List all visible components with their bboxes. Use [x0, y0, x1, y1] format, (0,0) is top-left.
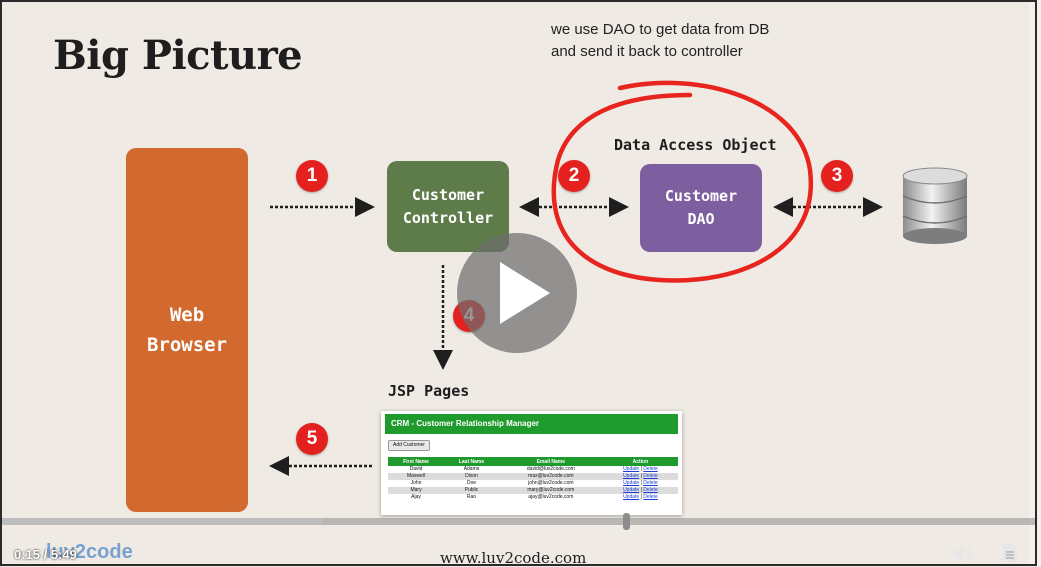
delete-link: Delete: [643, 466, 658, 472]
slide-title: Big Picture: [53, 32, 303, 79]
crm-table: First Name Last Name Email Name Action D…: [388, 457, 678, 501]
cell-action: Update | Delete: [623, 466, 658, 472]
table-row: Maxwell Dixon max@luv2code.com Update | …: [388, 473, 678, 480]
time-display: 0:15 / 5:49: [14, 547, 77, 562]
delete-link: Delete: [643, 473, 658, 479]
cell-last-name: Doe: [466, 480, 477, 486]
cell-last-name: Adams: [463, 466, 480, 472]
table-header-row: First Name Last Name Email Name Action: [388, 457, 678, 466]
cell-action: Update | Delete: [623, 494, 658, 500]
update-link: Update: [623, 466, 640, 472]
data-access-object-label: Data Access Object: [614, 136, 777, 154]
delete-link: Delete: [643, 480, 658, 486]
step-badge-3: 3: [821, 160, 853, 192]
cell-action: Update | Delete: [602, 473, 678, 480]
cell-email: john@luv2code.com: [528, 480, 574, 486]
footer-url: www.luv2code.com: [440, 549, 587, 567]
volume-icon[interactable]: [952, 545, 974, 563]
annotation-circle: [551, 80, 814, 283]
cell-first-name: John: [410, 480, 422, 486]
cell-last-name: Rao: [466, 494, 477, 500]
cell-first-name: Ajay: [411, 494, 421, 500]
jsp-crm-screenshot: CRM - Customer Relationship Manager Add …: [381, 411, 682, 515]
cell-first-name: David: [409, 466, 423, 472]
play-button[interactable]: [457, 233, 577, 353]
buffered-bar: [0, 518, 323, 525]
step-badge-1: 1: [296, 160, 328, 192]
col-first-name: First Name: [388, 457, 445, 466]
annotation-note: we use DAO to get data from DB and send …: [551, 21, 770, 60]
cell-email: ajay@luv2code.com: [528, 494, 574, 500]
customer-dao-box: Customer DAO: [640, 164, 762, 252]
cell-email: mary@luv2code.com: [498, 487, 603, 494]
cell-action: Update | Delete: [623, 480, 658, 486]
seek-bar[interactable]: [0, 518, 1037, 525]
step-badge-5: 5: [296, 423, 328, 455]
update-link: Update: [623, 494, 640, 500]
table-row: David Adams david@luv2code.com Update | …: [388, 466, 678, 473]
update-link: Update: [623, 480, 640, 486]
customer-controller-box: Customer Controller: [387, 161, 509, 252]
cell-first-name: Mary: [388, 487, 445, 494]
play-icon: [500, 262, 550, 324]
add-customer-button: Add Customer: [388, 440, 430, 451]
crm-header: CRM - Customer Relationship Manager: [385, 414, 678, 434]
col-action: Action: [602, 457, 678, 466]
delete-link: Delete: [643, 494, 658, 500]
jsp-pages-label: JSP Pages: [388, 382, 470, 400]
database-icon: [902, 167, 968, 244]
table-row: John Doe john@luv2code.com Update | Dele…: [388, 480, 678, 487]
document-icon[interactable]: [1002, 543, 1018, 563]
step-badge-2: 2: [558, 160, 590, 192]
delete-link: Delete: [643, 487, 658, 493]
table-row: Mary Public mary@luv2code.com Update | D…: [388, 487, 678, 494]
col-email: Email Name: [498, 457, 603, 466]
cell-email: max@luv2code.com: [498, 473, 603, 480]
table-row: Ajay Rao ajay@luv2code.com Update | Dele…: [388, 494, 678, 501]
cell-email: david@luv2code.com: [526, 466, 575, 472]
cell-last-name: Dixon: [444, 473, 499, 480]
web-browser-box: Web Browser: [126, 148, 248, 512]
update-link: Update: [623, 473, 640, 479]
seek-handle[interactable]: [623, 513, 630, 530]
cell-action: Update | Delete: [602, 487, 678, 494]
brand-watermark: luv2code: [46, 541, 133, 563]
col-last-name: Last Name: [444, 457, 499, 466]
cell-first-name: Maxwell: [388, 473, 445, 480]
cell-last-name: Public: [444, 487, 499, 494]
update-link: Update: [623, 487, 640, 493]
